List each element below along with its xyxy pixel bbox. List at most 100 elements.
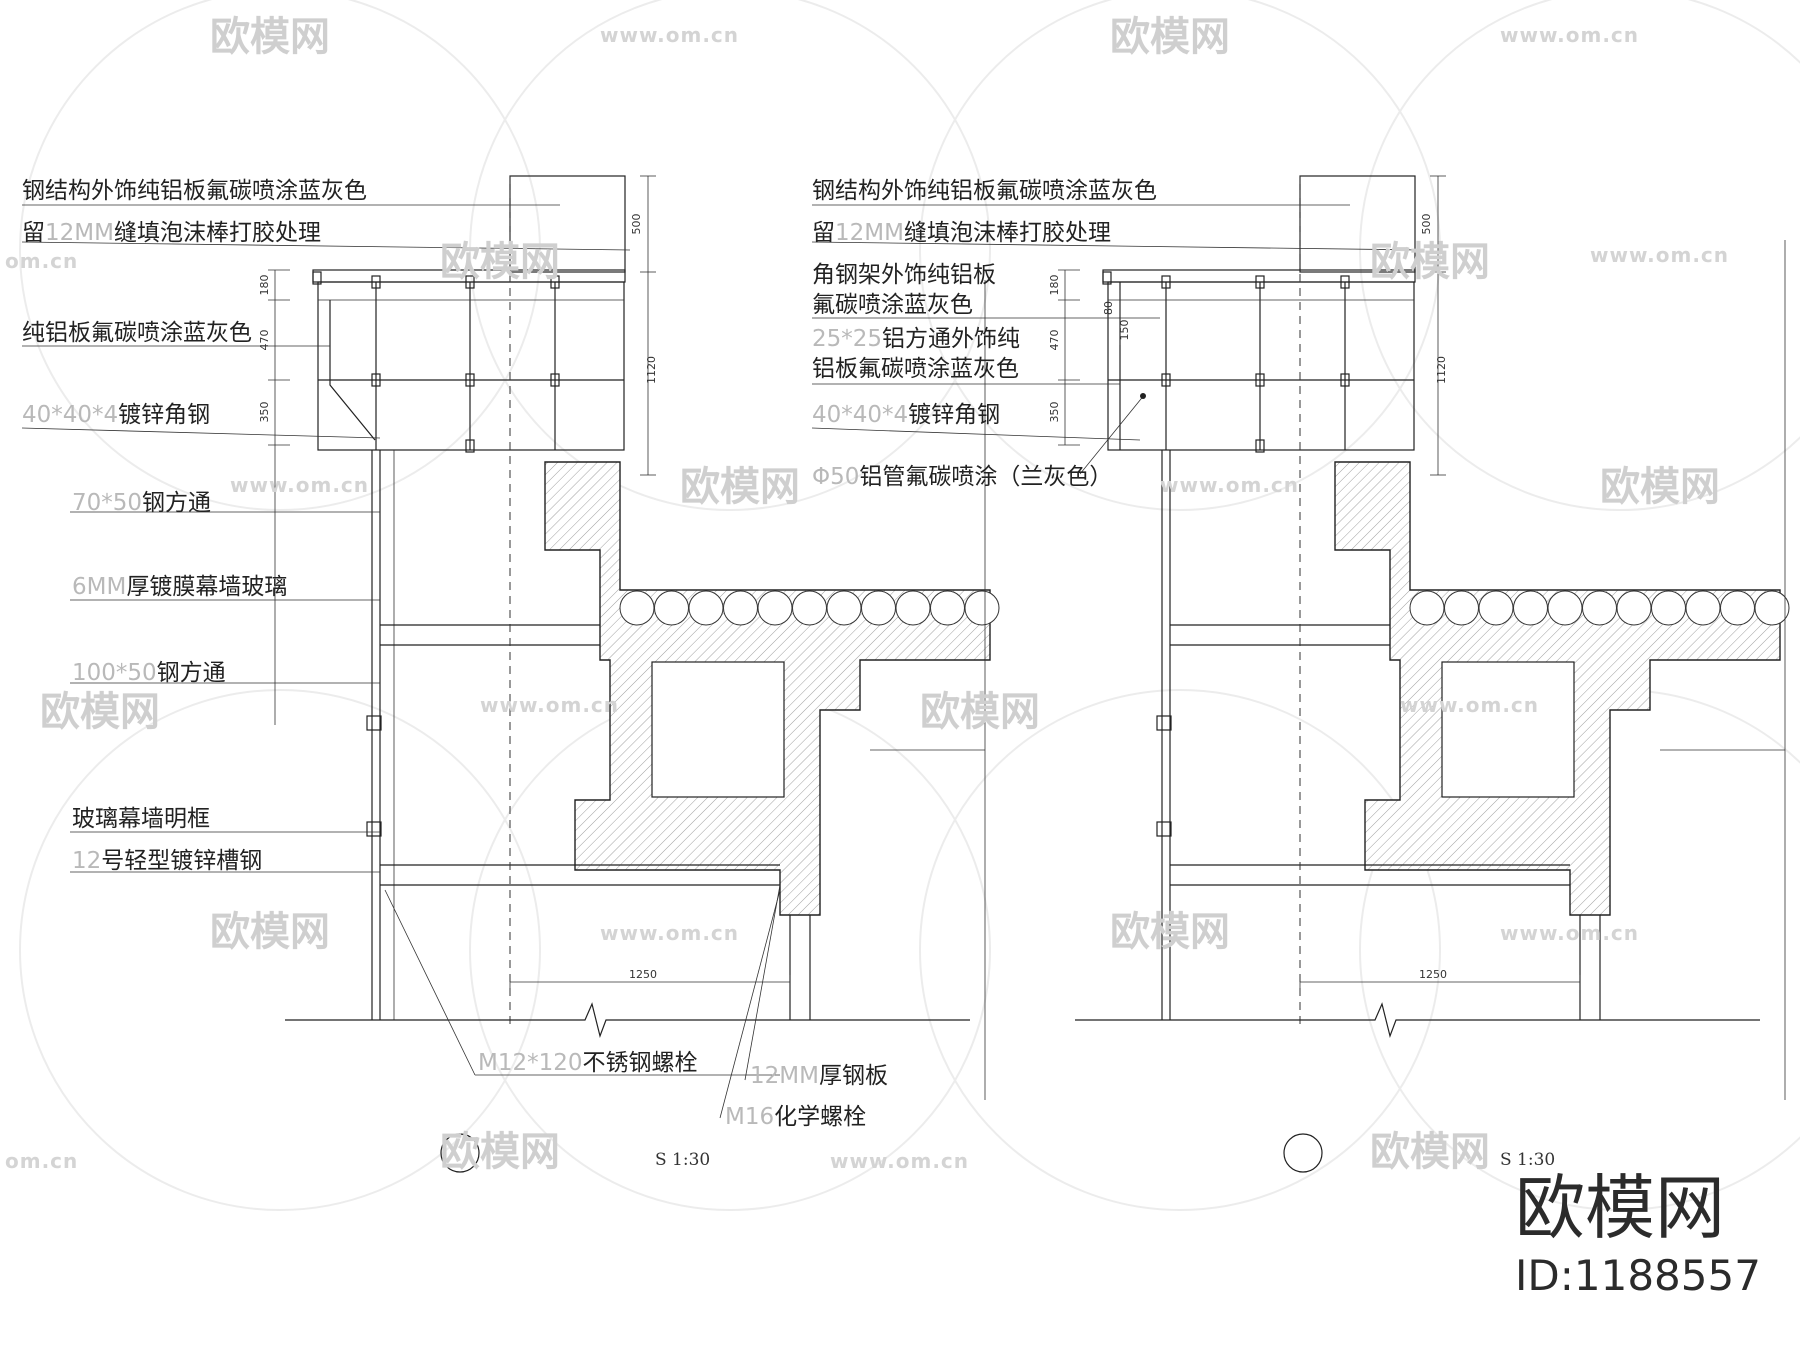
label-prefix: 留: [812, 220, 835, 246]
insulation-rod: [861, 590, 896, 626]
watermark-url: www.om.cn: [1500, 921, 1639, 945]
left-detail: [21, 175, 1000, 1173]
label-dimension: M12*120: [478, 1050, 583, 1076]
watermark-logo: 欧模网: [1110, 14, 1230, 60]
insulation-rod: [654, 590, 689, 626]
label-text: 缝填泡沫棒打胶处理: [904, 220, 1111, 246]
insulation-rod: [826, 590, 862, 626]
label-dimension: 25*25: [812, 326, 882, 352]
watermark-url: www.om.cn: [600, 23, 739, 47]
insulation-rod: [1685, 590, 1721, 626]
brand-name: 欧模网: [1515, 1167, 1725, 1249]
insulation-row-left: [619, 590, 1000, 626]
insulation-rod: [1513, 590, 1548, 626]
insulation-rod: [688, 590, 724, 626]
callout-label: 12号轻型镀锌槽钢: [72, 848, 262, 874]
insulation-rod: [1547, 590, 1583, 626]
label-text: 厚钢板: [819, 1063, 888, 1089]
callout-label: 铝板氟碳喷涂蓝灰色: [812, 356, 1019, 382]
label-text: 镀锌角钢: [908, 402, 1000, 428]
insulation-rod: [1582, 590, 1617, 626]
watermark-url: www.om.cn: [600, 921, 739, 945]
dimension-value: 500: [1420, 214, 1433, 235]
watermark-url: www.om.cn: [230, 473, 369, 497]
watermark-logo: 欧模网: [210, 909, 330, 955]
label-prefix: 留: [22, 220, 45, 246]
label-text: 化学螺栓: [774, 1104, 866, 1130]
dimension-value: 350: [258, 402, 271, 423]
callout-label: Φ50铝管氟碳喷涂（兰灰色）: [812, 464, 1112, 490]
label-text: 铝方通外饰纯: [882, 326, 1020, 352]
right-scale: S 1:30: [1500, 1150, 1555, 1170]
watermark-logo: 欧模网: [1600, 464, 1720, 510]
callout-label: 钢结构外饰纯铝板氟碳喷涂蓝灰色: [812, 178, 1157, 204]
watermark-url: www.om.cn: [1400, 693, 1539, 717]
callout-label: 40*40*4镀锌角钢: [812, 402, 1000, 428]
insulation-rod: [792, 590, 827, 626]
insulation-rod: [1616, 590, 1652, 626]
brand-id: ID:1188557: [1515, 1251, 1761, 1300]
insulation-rod: [964, 590, 1000, 626]
insulation-rod: [1478, 590, 1514, 626]
label-text: 钢方通: [157, 660, 226, 686]
callout-label: 25*25铝方通外饰纯: [812, 326, 1020, 352]
callout-label: 氟碳喷涂蓝灰色: [812, 292, 973, 318]
label-text: 玻璃幕墙明框: [72, 806, 210, 832]
label-dimension: 12MM: [835, 220, 904, 246]
dimension-value: 470: [258, 330, 271, 351]
label-text: 号轻型镀锌槽钢: [101, 848, 262, 874]
watermark-url: www.om.cn: [830, 1149, 969, 1173]
callout-label: 钢结构外饰纯铝板氟碳喷涂蓝灰色: [22, 178, 367, 204]
dimension-value: 180: [1048, 275, 1061, 296]
insulation-row-right: [1409, 590, 1790, 626]
dimension-value: 180: [258, 275, 271, 296]
watermark-logo: 欧模网: [920, 689, 1040, 735]
watermark-circles: [19, 0, 1800, 1211]
insulation-rod: [1444, 590, 1479, 626]
dimension-value: 1120: [645, 356, 658, 384]
label-text: 纯铝板氟碳喷涂蓝灰色: [22, 320, 252, 346]
callout-label: 40*40*4镀锌角钢: [22, 402, 210, 428]
watermark-layer: 欧模网欧模网欧模网欧模网欧模网欧模网欧模网欧模网欧模网欧模网欧模网欧模网www.…: [5, 14, 1729, 1175]
watermark-logo: 欧模网: [1110, 909, 1230, 955]
annotation-labels: 钢结构外饰纯铝板氟碳喷涂蓝灰色留12MM缝填泡沫棒打胶处理纯铝板氟碳喷涂蓝灰色4…: [22, 178, 1157, 1130]
callout-label: 留12MM缝填泡沫棒打胶处理: [22, 220, 321, 246]
watermark-url: www.om.cn: [1590, 243, 1729, 267]
label-dimension: 100*50: [72, 660, 157, 686]
dimension-value: 350: [1048, 402, 1061, 423]
watermark-logo: 欧模网: [440, 1129, 560, 1175]
watermark-url: www.om.cn: [1160, 473, 1299, 497]
insulation-rod: [930, 590, 965, 626]
label-dimension: 12MM: [45, 220, 114, 246]
callout-label: 6MM厚镀膜幕墙玻璃: [72, 574, 287, 600]
watermark-logo: 欧模网: [1370, 239, 1490, 285]
dimension-texts: 5001804703501120125050018080150470350112…: [258, 214, 1448, 982]
watermark-url-short: om.cn: [5, 1149, 78, 1173]
watermark-logo: 欧模网: [40, 689, 160, 735]
dimension-value: 470: [1048, 330, 1061, 351]
dimension-value: 500: [630, 214, 643, 235]
watermark-logo: 欧模网: [680, 464, 800, 510]
label-text: 钢方通: [142, 490, 211, 516]
label-text: 钢结构外饰纯铝板氟碳喷涂蓝灰色: [812, 178, 1157, 204]
callout-label: 纯铝板氟碳喷涂蓝灰色: [22, 320, 252, 346]
watermark-url: www.om.cn: [480, 693, 619, 717]
watermark-logo: 欧模网: [210, 14, 330, 60]
callout-label: 70*50钢方通: [72, 490, 211, 516]
insulation-rod: [619, 590, 655, 626]
label-dimension: M16: [725, 1104, 774, 1130]
insulation-rod: [1754, 590, 1790, 626]
callout-label: 留12MM缝填泡沫棒打胶处理: [812, 220, 1111, 246]
dimension-value: 150: [1118, 320, 1131, 341]
label-text: 镀锌角钢: [118, 402, 210, 428]
label-text: 厚镀膜幕墙玻璃: [126, 574, 287, 600]
right-detail: [811, 175, 1790, 1173]
label-text: 角钢架外饰纯铝板: [812, 262, 996, 288]
insulation-rod: [723, 590, 758, 626]
label-dimension: 6MM: [72, 574, 126, 600]
callout-label: M16化学螺栓: [725, 1104, 866, 1130]
insulation-rod: [1409, 590, 1445, 626]
dimension-value: 1250: [629, 968, 657, 981]
